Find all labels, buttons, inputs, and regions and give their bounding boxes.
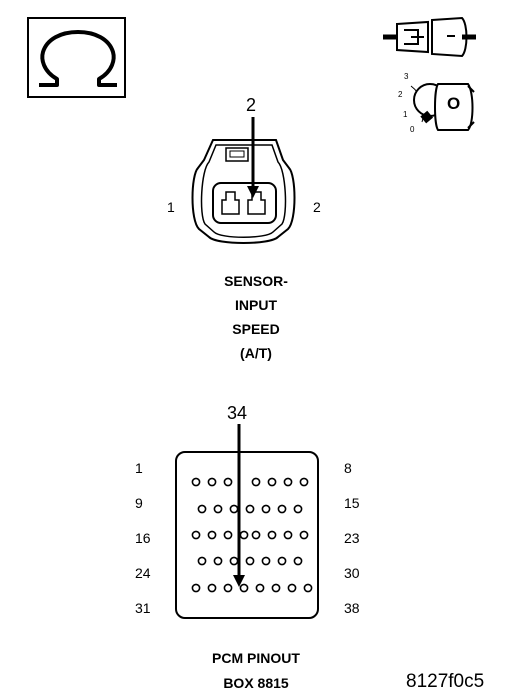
pcm-left-label-4: 24 <box>135 565 151 581</box>
pcm-pin-6 <box>283 477 293 487</box>
pcm-pin-30 <box>191 583 201 593</box>
pcm-pin-32 <box>223 583 233 593</box>
pcm-pin-21 <box>283 530 293 540</box>
pcm-pin-7 <box>299 477 309 487</box>
pcm-pin-17 <box>223 530 233 540</box>
pcm-pin-12 <box>261 504 271 514</box>
pcm-pin-10 <box>229 504 239 514</box>
key-face-glyph: O <box>447 94 461 113</box>
pcm-right-label-1: 8 <box>344 460 352 476</box>
pcm-pin-14 <box>293 504 303 514</box>
pcm-pin-22 <box>299 530 309 540</box>
sensor-pin-label-2: 2 <box>313 199 321 215</box>
pcm-pin-33 <box>239 583 249 593</box>
ohm-icon: Ω <box>39 30 117 87</box>
pcm-right-label-5: 38 <box>344 600 360 616</box>
sensor-caption-line-2: INPUT <box>235 297 277 313</box>
pcm-left-label-3: 16 <box>135 530 151 546</box>
figure-id: 8127f0c5 <box>406 671 485 692</box>
pcm-pin-25 <box>229 556 239 566</box>
pcm-right-label-2: 15 <box>344 495 360 511</box>
pcm-pin-5 <box>267 477 277 487</box>
sensor-caption-line-4: (A/T) <box>240 345 272 361</box>
pcm-left-label-1: 1 <box>135 460 143 476</box>
pcm-pin-35 <box>271 583 281 593</box>
pcm-pin-9 <box>213 504 223 514</box>
pcm-callout-arrowhead <box>233 575 245 587</box>
sensor-pin-label-1: 1 <box>167 199 175 215</box>
key-position-2: 2 <box>398 90 403 99</box>
key-position-0: 0 <box>410 125 415 134</box>
pcm-pin-24 <box>213 556 223 566</box>
key-position-3: 3 <box>404 72 409 81</box>
sensor-caption-line-3: SPEED <box>232 321 280 337</box>
pcm-pin-34 <box>255 583 265 593</box>
pcm-callout-number: 34 <box>227 403 248 423</box>
sensor-callout-number: 2 <box>246 95 257 115</box>
pcm-pin-13 <box>277 504 287 514</box>
pcm-pin-28 <box>277 556 287 566</box>
pcm-left-label-5: 31 <box>135 600 151 616</box>
pcm-pin-31 <box>207 583 217 593</box>
pcm-pin-36 <box>287 583 297 593</box>
pcm-caption-line-2: BOX 8815 <box>223 675 289 691</box>
pcm-pin-29 <box>293 556 303 566</box>
pcm-pin-19 <box>251 530 261 540</box>
pcm-pin-27 <box>261 556 271 566</box>
pcm-pin-26 <box>245 556 255 566</box>
sensor-caption-line-1: SENSOR- <box>224 273 288 289</box>
pcm-right-label-3: 23 <box>344 530 360 546</box>
pcm-pin-3 <box>223 477 233 487</box>
key-position-1: 1 <box>403 110 408 119</box>
pcm-right-label-4: 30 <box>344 565 360 581</box>
pcm-pin-4 <box>251 477 261 487</box>
pcm-pin-37 <box>303 583 313 593</box>
pcm-left-label-2: 9 <box>135 495 143 511</box>
pcm-pin-18 <box>239 530 249 540</box>
pcm-pin-grid <box>191 477 313 593</box>
pcm-pin-2 <box>207 477 217 487</box>
pcm-pin-11 <box>245 504 255 514</box>
pcm-pin-15 <box>191 530 201 540</box>
pcm-pin-1 <box>191 477 201 487</box>
pcm-pin-23 <box>197 556 207 566</box>
pcm-pin-16 <box>207 530 217 540</box>
pcm-pin-20 <box>267 530 277 540</box>
pcm-caption-line-1: PCM PINOUT <box>212 650 300 666</box>
ohmmeter-symbol-box: Ω <box>27 17 126 98</box>
pcm-pin-8 <box>197 504 207 514</box>
